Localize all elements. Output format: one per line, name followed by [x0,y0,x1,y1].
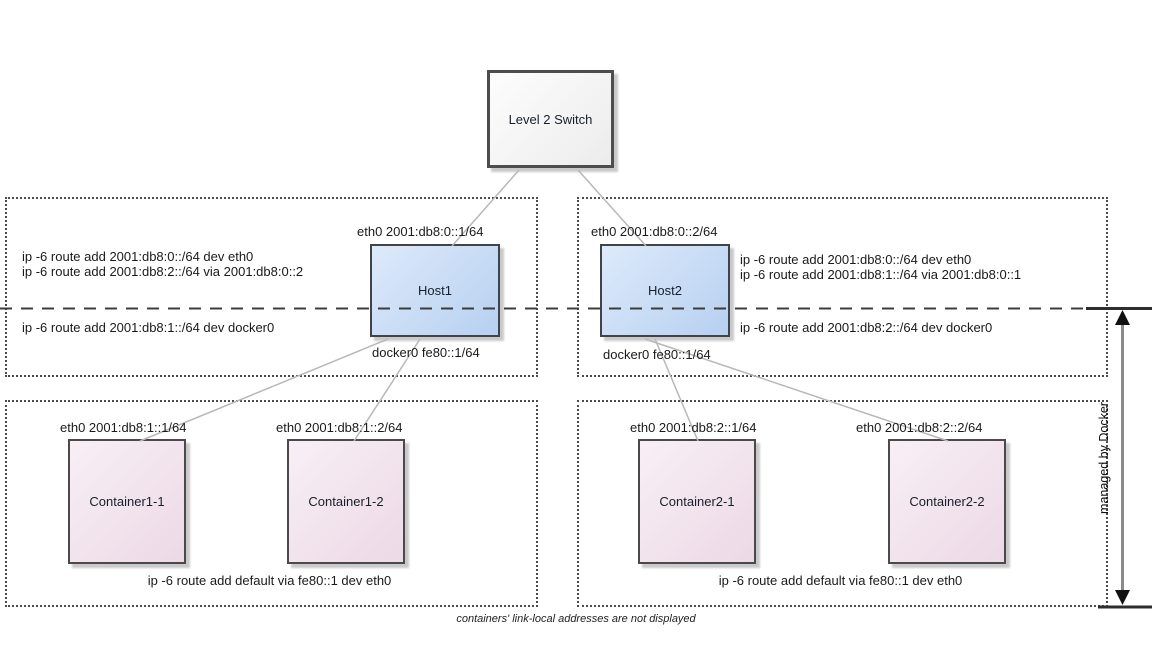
host2-label: Host2 [648,283,682,298]
host2-node: Host2 [600,244,730,337]
level2-switch-node: Level 2 Switch [487,70,614,168]
host1-node: Host1 [370,244,500,337]
host1-eth-route-1: ip -6 route add 2001:db8:0::/64 dev eth0 [22,249,254,264]
host2-eth-route-1: ip -6 route add 2001:db8:0::/64 dev eth0 [740,252,972,267]
host1-eth-route-2: ip -6 route add 2001:db8:2::/64 via 2001… [22,264,304,279]
host1-label: Host1 [418,283,452,298]
arrow-head-up-icon [1115,310,1130,325]
container2-2-label: Container2-2 [909,494,985,509]
container1-1-eth-label: eth0 2001:db8:1::1/64 [60,420,187,435]
host2-docker-route: ip -6 route add 2001:db8:2::/64 dev dock… [740,320,993,335]
containers1-default-route: ip -6 route add default via fe80::1 dev … [147,573,392,588]
switch-label: Level 2 Switch [508,111,593,127]
container1-1-label: Container1-1 [89,494,165,509]
host2-eth-route-2: ip -6 route add 2001:db8:1::/64 via 2001… [740,267,1022,282]
host2-docker0-label: docker0 fe80::1/64 [603,347,711,362]
container2-2-eth-label: eth0 2001:db8:2::2/64 [856,420,983,435]
container1-2-node: Container1-2 [287,439,405,564]
host2-eth-label: eth0 2001:db8:0::2/64 [591,224,718,239]
host1-docker0-label: docker0 fe80::1/64 [372,345,480,360]
container2-1-eth-label: eth0 2001:db8:2::1/64 [630,420,757,435]
containers2-default-route: ip -6 route add default via fe80::1 dev … [718,573,963,588]
managed-by-docker-label: managed by Docker [1097,402,1111,514]
container2-1-node: Container2-1 [638,439,756,564]
container2-2-node: Container2-2 [888,439,1006,564]
host1-docker-route: ip -6 route add 2001:db8:1::/64 dev dock… [22,320,275,335]
container2-1-label: Container2-1 [659,494,735,509]
arrow-head-down-icon [1115,590,1130,605]
diagram-caption: containers' link-local addresses are not… [456,613,696,625]
host1-eth-label: eth0 2001:db8:0::1/64 [357,224,484,239]
container1-2-label: Container1-2 [308,494,384,509]
container1-2-eth-label: eth0 2001:db8:1::2/64 [276,420,403,435]
container1-1-node: Container1-1 [68,439,186,564]
